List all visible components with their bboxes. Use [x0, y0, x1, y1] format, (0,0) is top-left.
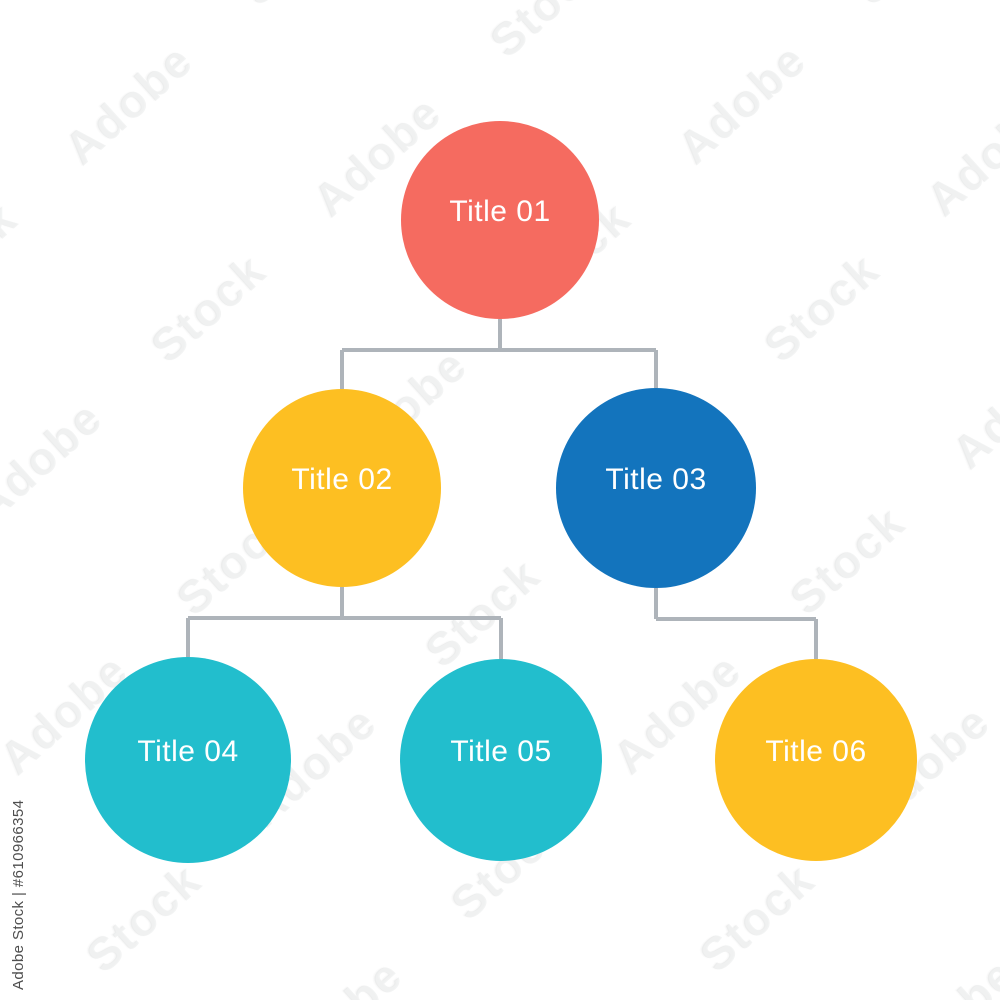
diagram-node-title-06: Title 06	[715, 659, 917, 861]
diagram-node-title-04: Title 04	[85, 657, 291, 863]
node-label: Title 02	[291, 463, 393, 496]
node-label: Title 06	[765, 735, 867, 768]
node-label: Title 05	[450, 735, 552, 768]
diagram-node-title-02: Title 02	[243, 389, 441, 587]
node-label: Title 04	[137, 735, 239, 768]
diagram-node-title-01: Title 01	[401, 121, 599, 319]
diagram-node-title-05: Title 05	[400, 659, 602, 861]
connector-path	[186, 319, 818, 659]
node-label: Title 03	[605, 463, 707, 496]
diagram-node-title-03: Title 03	[556, 388, 756, 588]
stock-id-watermark: Adobe Stock | #610966354	[10, 799, 27, 990]
node-label: Title 01	[449, 195, 551, 228]
